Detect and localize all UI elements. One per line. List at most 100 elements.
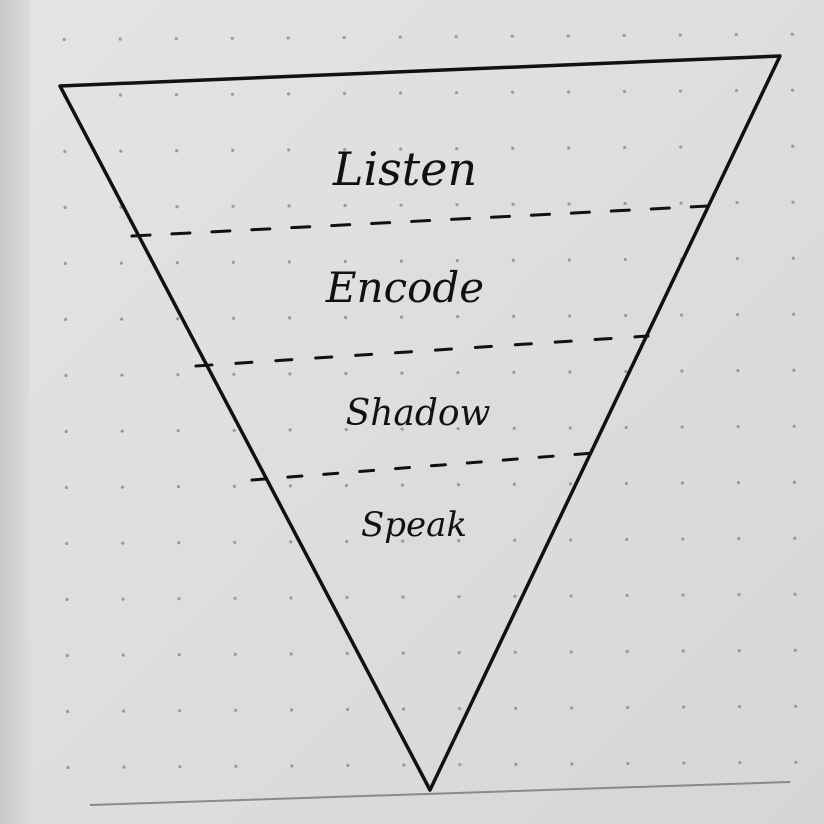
grid-dot [514,762,518,766]
grid-dot [287,204,291,208]
grid-dot [457,539,461,543]
grid-dot [344,483,349,488]
grid-dot [177,709,182,713]
grid-dot [456,315,460,319]
grid-dot [735,201,739,205]
grid-dot [624,481,629,486]
grid-dot [65,653,69,658]
grid-dot [178,765,182,769]
grid-dot [625,537,629,542]
grid-dot [455,259,459,263]
grid-dot [289,540,293,544]
grid-dot [175,149,179,153]
grid-dot [121,597,125,601]
grid-dot [793,648,797,652]
grid-dot [398,35,402,39]
grid-dot [343,203,347,208]
grid-dot [287,148,291,152]
grid-dot [343,147,347,152]
grid-dot [290,764,294,768]
grid-dot [511,202,515,206]
grid-dot [121,541,125,545]
grid-dot [626,761,630,766]
grid-dot [512,426,516,430]
grid-dot [289,708,294,712]
grid-dot [345,651,349,656]
grid-dot [681,537,685,541]
grid-dot [511,314,516,318]
grid-dot [119,149,123,153]
grid-dot [567,146,571,150]
grid-dot [62,37,66,42]
grid-dot [567,202,571,206]
grid-dot [790,88,795,92]
grid-dot [456,483,461,487]
grid-dot [513,650,517,654]
grid-dot [737,537,741,541]
grid-dot [63,149,67,154]
grid-dot [791,200,795,204]
grid-dot [624,425,628,430]
grid-dot [233,540,237,544]
grid-dot [231,260,235,264]
grid-dot [232,316,236,320]
grid-dot [288,372,292,376]
grid-dot [792,480,797,484]
grid-dot [737,649,741,653]
grid-dot [681,649,685,653]
grid-dot [230,36,234,40]
grid-dot [568,314,572,318]
grid-dot [512,370,516,374]
grid-dot [736,481,741,485]
grid-dot [400,315,404,319]
stage-label-encode: Encode [325,263,484,312]
grid-dot [345,707,350,712]
grid-dot [120,485,125,489]
grid-dot [344,427,348,432]
grid-dot [569,706,574,710]
grid-dot [625,705,630,710]
grid-dot [622,89,627,94]
grid-dot [734,33,738,37]
grid-dot [454,35,458,39]
grid-dot [401,707,406,711]
grid-dot [792,424,796,428]
grid-dot [401,595,405,599]
grid-dot [623,145,627,150]
grid-dot [176,317,180,321]
grid-dot [176,429,180,433]
grid-dot [345,595,349,600]
grid-dot [346,763,350,768]
grid-dot [343,259,347,264]
grid-dot [622,33,626,38]
grid-dot [344,315,348,320]
grid-dot [737,593,741,597]
grid-dot [289,652,293,656]
grid-dot [679,201,683,205]
grid-dot [456,371,460,375]
grid-dot [175,261,179,265]
page-binding-edge [0,0,30,824]
grid-dot [791,144,795,148]
grid-dot [400,483,405,487]
grid-dot [566,90,571,94]
grid-dot [65,597,69,602]
grid-dot [793,536,797,540]
stage-label-shadow: Shadow [346,393,491,434]
grid-dot [118,37,122,41]
grid-dot [791,256,795,260]
grid-dot [120,429,124,433]
grid-dot [454,91,459,95]
grid-dot [66,765,70,770]
grid-dot [568,482,573,486]
grid-dot [792,368,796,372]
grid-dot [177,597,181,601]
grid-dot [681,705,686,709]
grid-dot [513,538,517,542]
grid-dot [401,539,405,543]
grid-dot [681,593,685,597]
grid-dot [64,373,68,378]
stage-divider-2 [194,334,650,368]
grid-dot [623,257,627,262]
